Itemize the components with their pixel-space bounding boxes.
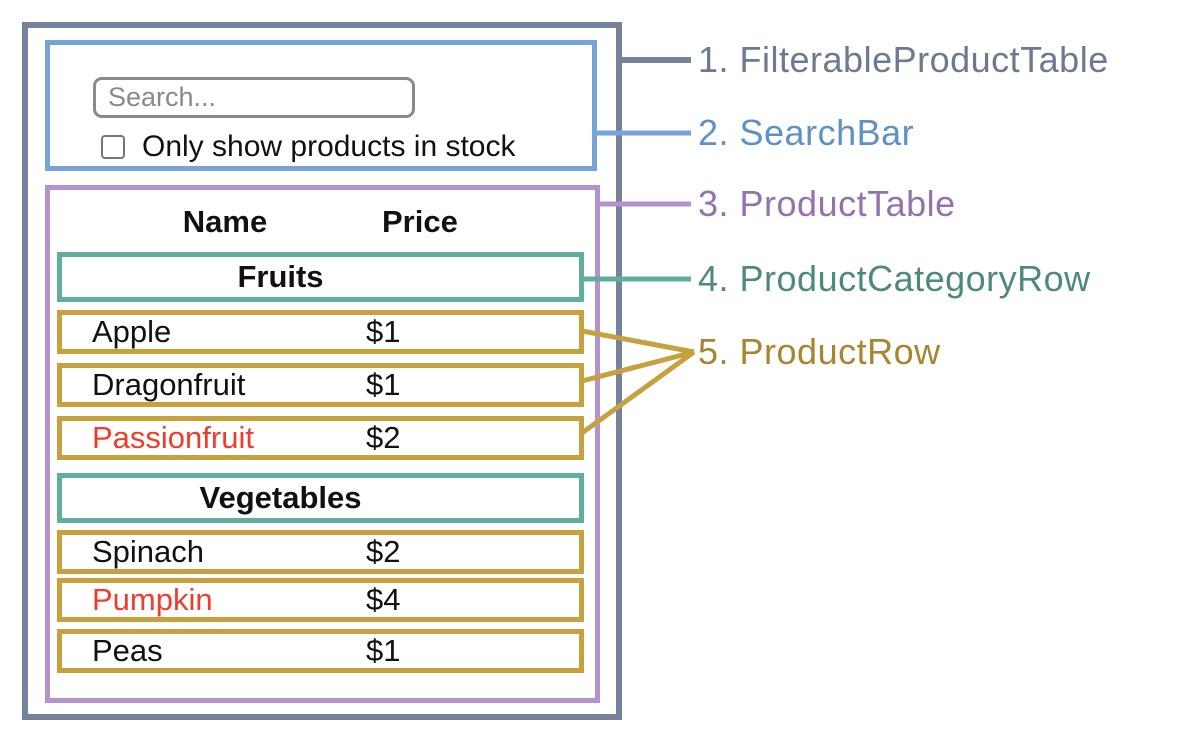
product-row-dragonfruit: Dragonfruit $1 bbox=[57, 363, 584, 407]
legend-product-category-row: 4. ProductCategoryRow bbox=[698, 258, 1091, 299]
product-price: $4 bbox=[366, 582, 401, 617]
product-price: $1 bbox=[366, 314, 401, 349]
column-header-name: Name bbox=[182, 204, 268, 239]
stock-checkbox-label: Only show products in stock bbox=[142, 130, 516, 163]
product-name: Peas bbox=[92, 633, 163, 668]
column-header-price: Price bbox=[382, 204, 458, 239]
category-label: Fruits bbox=[237, 259, 324, 294]
product-table-box: Name Price Fruits Apple $1 Dragonfruit $… bbox=[45, 185, 600, 703]
product-row-spinach: Spinach $2 bbox=[57, 530, 584, 574]
search-bar-box: Only show products in stock bbox=[45, 40, 597, 171]
legend-product-row: 5. ProductRow bbox=[698, 331, 941, 372]
category-row-fruits: Fruits bbox=[57, 252, 584, 302]
category-row-vegetables: Vegetables bbox=[57, 473, 584, 523]
legend-filterable-product-table: 1. FilterableProductTable bbox=[698, 39, 1109, 80]
product-row-peas: Peas $1 bbox=[57, 629, 584, 673]
product-price: $2 bbox=[366, 420, 401, 455]
product-name: Passionfruit bbox=[92, 420, 254, 455]
category-label: Vegetables bbox=[199, 480, 362, 515]
stock-filter[interactable]: Only show products in stock bbox=[101, 130, 516, 164]
product-row-pumpkin: Pumpkin $4 bbox=[57, 578, 584, 622]
stock-checkbox[interactable] bbox=[101, 135, 125, 159]
product-name: Apple bbox=[92, 314, 172, 349]
search-input[interactable] bbox=[93, 77, 415, 118]
legend-search-bar: 2. SearchBar bbox=[698, 112, 915, 153]
legend-product-table: 3. ProductTable bbox=[698, 183, 956, 224]
product-name: Spinach bbox=[92, 534, 205, 569]
product-row-apple: Apple $1 bbox=[57, 310, 584, 354]
product-name: Pumpkin bbox=[92, 582, 213, 617]
product-price: $1 bbox=[366, 367, 401, 402]
product-row-passionfruit: Passionfruit $2 bbox=[57, 416, 584, 460]
product-name: Dragonfruit bbox=[92, 367, 246, 402]
product-price: $2 bbox=[366, 534, 401, 569]
product-price: $1 bbox=[366, 633, 401, 668]
